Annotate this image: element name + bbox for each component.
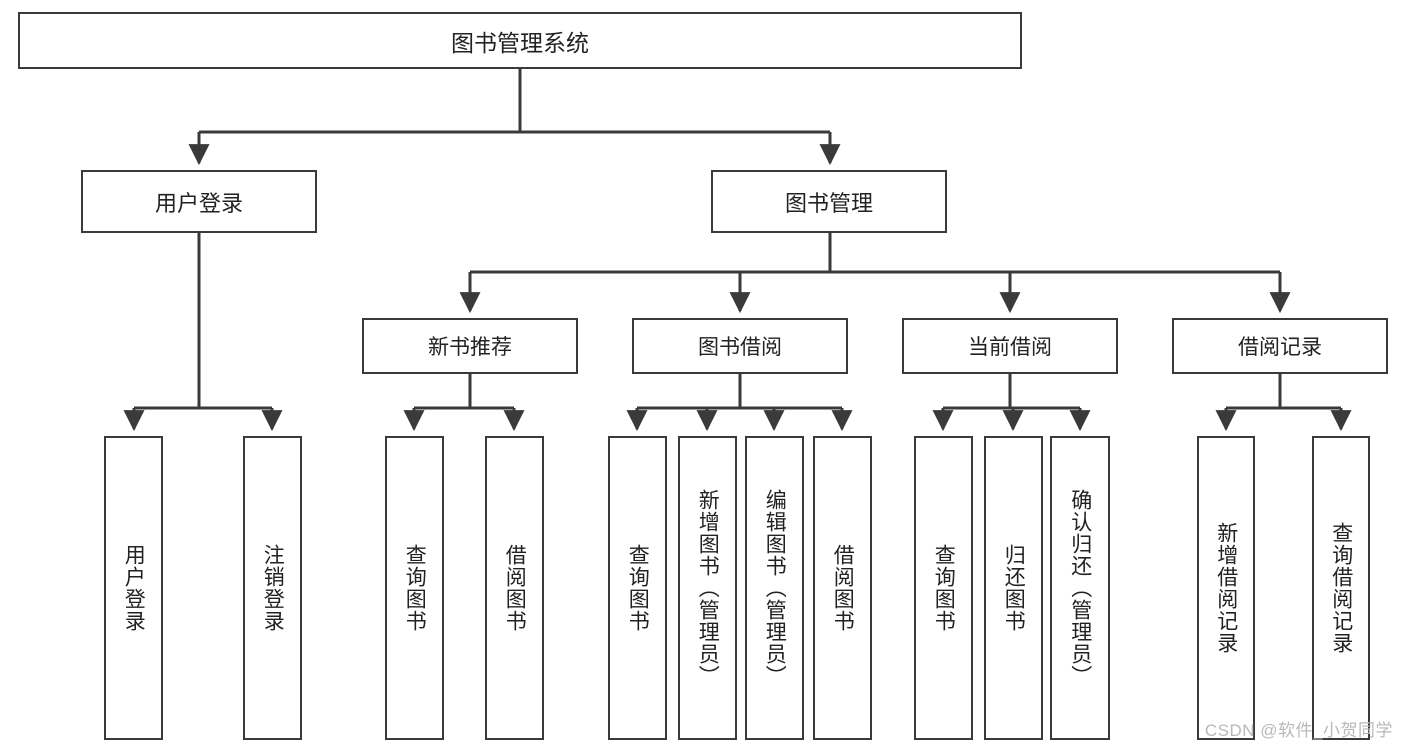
node-leaf-borrow-book-2-label: 借阅图书 (831, 544, 855, 632)
node-leaf-user-logout-label: 注销登录 (261, 544, 285, 632)
node-leaf-add-record[interactable]: 新增借阅记录 (1197, 436, 1255, 740)
node-leaf-user-login-label: 用户登录 (122, 544, 146, 632)
node-borrow-record[interactable]: 借阅记录 (1172, 318, 1388, 374)
node-leaf-borrow-book-2[interactable]: 借阅图书 (813, 436, 872, 740)
node-new-book-recommend-label: 新书推荐 (428, 336, 512, 359)
node-book-management-label: 图书管理 (784, 190, 873, 216)
node-leaf-confirm-return[interactable]: 确认归还（管理员） (1050, 436, 1110, 740)
node-leaf-return-book[interactable]: 归还图书 (984, 436, 1043, 740)
node-leaf-add-record-label: 新增借阅记录 (1214, 522, 1238, 654)
node-leaf-edit-book[interactable]: 编辑图书（管理员） (745, 436, 804, 740)
node-leaf-user-login[interactable]: 用户登录 (104, 436, 163, 740)
node-leaf-query-record[interactable]: 查询借阅记录 (1312, 436, 1370, 740)
node-leaf-edit-book-label: 编辑图书（管理员） (763, 489, 787, 687)
node-leaf-borrow-book-1[interactable]: 借阅图书 (485, 436, 544, 740)
node-leaf-query-book-2[interactable]: 查询图书 (608, 436, 667, 740)
node-user-login[interactable]: 用户登录 (81, 170, 317, 233)
node-user-login-label: 用户登录 (154, 190, 243, 216)
node-book-borrow-label: 图书借阅 (698, 336, 782, 359)
node-root[interactable]: 图书管理系统 (18, 12, 1022, 69)
node-leaf-add-book-label: 新增图书（管理员） (696, 489, 720, 687)
node-leaf-query-record-label: 查询借阅记录 (1329, 522, 1353, 654)
csdn-watermark: CSDN @软件_小贺同学 (1204, 721, 1393, 740)
node-borrow-record-label: 借阅记录 (1238, 336, 1322, 359)
node-leaf-borrow-book-1-label: 借阅图书 (503, 544, 527, 632)
node-leaf-query-book-1-label: 查询图书 (403, 544, 427, 632)
node-leaf-query-book-3[interactable]: 查询图书 (914, 436, 973, 740)
node-current-borrow-label: 当前借阅 (968, 336, 1052, 359)
node-leaf-return-book-label: 归还图书 (1002, 544, 1026, 632)
node-book-management[interactable]: 图书管理 (711, 170, 947, 233)
node-leaf-confirm-return-label: 确认归还（管理员） (1068, 489, 1092, 687)
node-current-borrow[interactable]: 当前借阅 (902, 318, 1118, 374)
node-leaf-add-book[interactable]: 新增图书（管理员） (678, 436, 737, 740)
node-leaf-query-book-1[interactable]: 查询图书 (385, 436, 444, 740)
node-leaf-query-book-2-label: 查询图书 (626, 544, 650, 632)
node-new-book-recommend[interactable]: 新书推荐 (362, 318, 578, 374)
node-leaf-user-logout[interactable]: 注销登录 (243, 436, 302, 740)
node-book-borrow[interactable]: 图书借阅 (632, 318, 848, 374)
node-leaf-query-book-3-label: 查询图书 (932, 544, 956, 632)
node-root-label: 图书管理系统 (451, 29, 589, 56)
